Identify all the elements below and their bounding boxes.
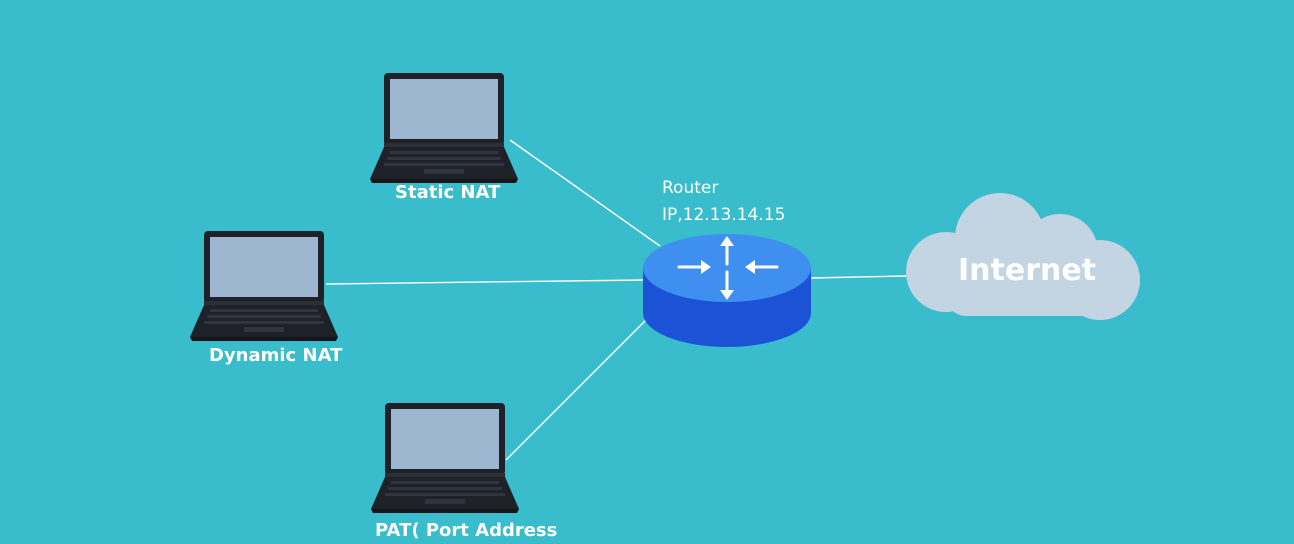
- link-router-internet: [809, 275, 907, 279]
- router-icon: [643, 234, 811, 347]
- internet-label: Internet: [958, 253, 1097, 288]
- connection-lines: [325, 139, 907, 461]
- link-dynamic-router: [325, 279, 646, 285]
- link-static-router: [509, 139, 661, 247]
- laptop-icon: [370, 73, 518, 183]
- router-arrows-icon: [677, 236, 779, 300]
- laptop-icon: [371, 403, 519, 513]
- laptop-icon: [190, 231, 338, 341]
- pat-label: PAT( Port Address: [375, 520, 558, 541]
- dynamic-nat-label: Dynamic NAT: [209, 345, 343, 366]
- link-pat-router: [505, 317, 649, 461]
- router-ip: IP,12.13.14.15: [662, 205, 786, 225]
- static-nat-label: Static NAT: [395, 182, 501, 203]
- cloud-icon: [906, 193, 1140, 320]
- router-title: Router: [662, 178, 719, 198]
